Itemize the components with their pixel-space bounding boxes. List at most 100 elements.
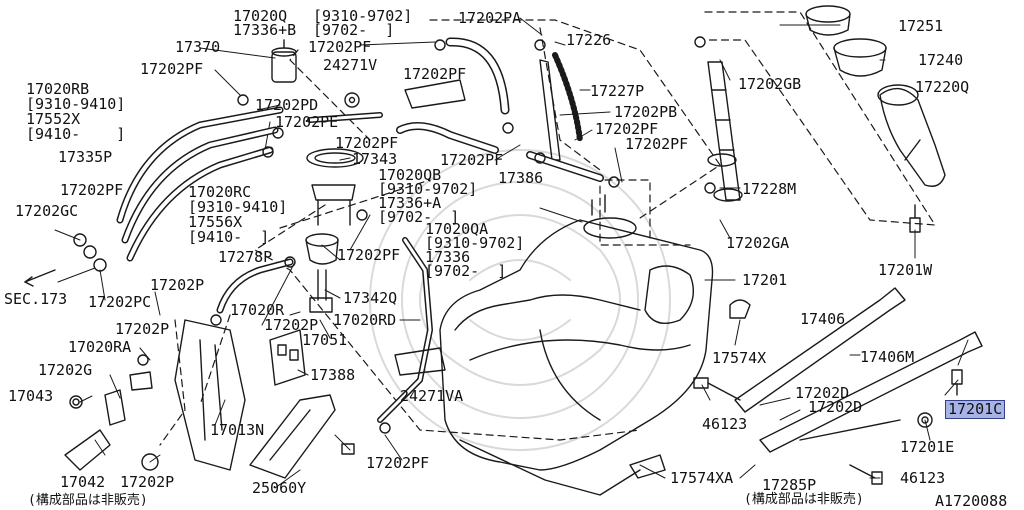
pipe-17020rd [356,209,433,434]
label-17202p-c: 17202P [115,320,170,338]
label-17020qa: 17020QA [425,220,489,238]
fuel-pump-17042 [64,354,153,471]
watermark-emblem [369,149,671,451]
label-date-9310-9410-b: [9310-9410] [188,198,288,216]
label-17020rd: 17020RD [333,311,397,329]
note-not-sold-right: (構成部品は非販売) [744,492,864,507]
pump-module-17013n [141,319,246,471]
label-17202pf-f: 17202PF [625,135,689,153]
label-17013n: 17013N [210,421,265,439]
label-date-9702-c: [9702- ] [425,262,507,280]
label-17051: 17051 [302,331,348,349]
label-17278p: 17278P [218,248,273,266]
strap-17406 [734,287,983,453]
label-date-9702-b: [9702- ] [378,208,460,226]
label-17202gb: 17202GB [738,75,802,93]
note-not-sold-left: (構成部品は非販売) [28,493,148,508]
label-17202pf-h: 17202PF [60,181,124,199]
heat-shield-24271va [394,347,446,376]
label-46123-b: 46123 [900,469,946,487]
label-17020rb: 17020RB [26,80,90,98]
label-17202pf-g: 17202PF [440,151,504,169]
label-17201w: 17201W [878,261,933,279]
label-24271va: 24271VA [400,387,464,405]
pump-assembly [305,148,364,313]
label-date-9310-9702-b: [9310-9702] [378,180,478,198]
label-17228m: 17228M [742,180,797,198]
label-17552x: 17552X [26,110,81,128]
label-17220q: 17220Q [915,78,970,96]
filler-neck [805,5,946,187]
label-17335p: 17335P [58,148,113,166]
pipe-17020r [210,256,296,326]
label-25060y: 25060Y [252,479,307,497]
label-17342q: 17342Q [343,289,398,307]
label-date-9310-9702-a: [9310-9702] [313,7,413,25]
label-date-9410-b: [9410- ] [188,228,270,246]
label-17020qb: 17020QB [378,166,442,184]
label-17202pc: 17202PC [88,293,152,311]
label-17043: 17043 [8,387,54,405]
label-date-9310-9702-c: [9310-9702] [425,234,525,252]
hoses-mid [307,39,620,188]
label-17042: 17042 [60,473,106,491]
filler-hose [694,36,743,202]
label-17388: 17388 [310,366,356,384]
label-17202pf-i: 17202PF [337,246,401,264]
label-17202p-d: 17202P [120,473,175,491]
label-17227p: 17227P [590,82,645,100]
bolts [693,204,963,485]
label-17202p-b: 17202P [264,316,319,334]
label-24271v: 24271V [323,56,378,74]
label-17202pb: 17202PB [614,103,678,121]
sender-17388 [269,329,306,386]
label-17202pf-b: 17202PF [140,60,204,78]
breather-hoses [445,37,583,161]
label-17202p-a: 17202P [150,276,205,294]
label-date-9310-9410-a: [9310-9410] [26,95,126,113]
label-17202gc: 17202GC [15,202,79,220]
label-17406m: 17406M [860,348,915,366]
label-17020q: 17020Q [233,7,288,25]
label-17251: 17251 [898,17,944,35]
label-17336b: 17336+B [233,21,297,39]
clip-17574x [629,299,751,479]
filter-17370 [271,39,297,83]
label-17285p: 17285P [762,476,817,494]
cover-25060y [249,394,355,479]
label-17240: 17240 [918,51,964,69]
label-17202pf-a: 17202PF [308,38,372,56]
label-17406: 17406 [800,310,846,328]
dashed-outlines [159,11,936,446]
label-17202ga: 17202GA [726,234,790,252]
fuel-pipes-bundle [116,94,284,262]
label-17201e: 17201E [900,438,955,456]
label-17202pd: 17202PD [255,96,319,114]
label-17020ra: 17020RA [68,338,132,356]
label-17202pf-c: 17202PF [403,65,467,83]
label-date-9702-a: [9702- ] [313,21,395,39]
label-17202pa: 17202PA [458,9,522,27]
label-17370: 17370 [175,38,221,56]
label-17202pf-d: 17202PF [595,120,659,138]
label-17386: 17386 [498,169,544,187]
label-17343: 17343 [352,150,398,168]
label-46123-a: 46123 [702,415,748,433]
label-date-9410-a: [9410- ] [26,125,126,143]
clamp-cluster-17202gc [24,233,107,287]
label-17020rc: 17020RC [188,183,252,201]
label-17202g: 17202G [38,361,93,379]
label-17202pf-j: 17202PF [366,454,430,472]
fuel-tank-17201 [439,194,714,496]
label-17201c-highlighted[interactable]: 17201C [945,400,1006,419]
label-17201: 17201 [742,271,788,289]
label-17336: 17336 [425,248,471,266]
label-17226: 17226 [566,31,612,49]
label-17574x: 17574X [712,349,767,367]
label-17202d-a: 17202D [795,384,850,402]
label-sec173: SEC.173 [4,290,68,308]
label-17202pf-e: 17202PF [335,134,399,152]
label-17202d-b: 17202D [808,398,863,416]
